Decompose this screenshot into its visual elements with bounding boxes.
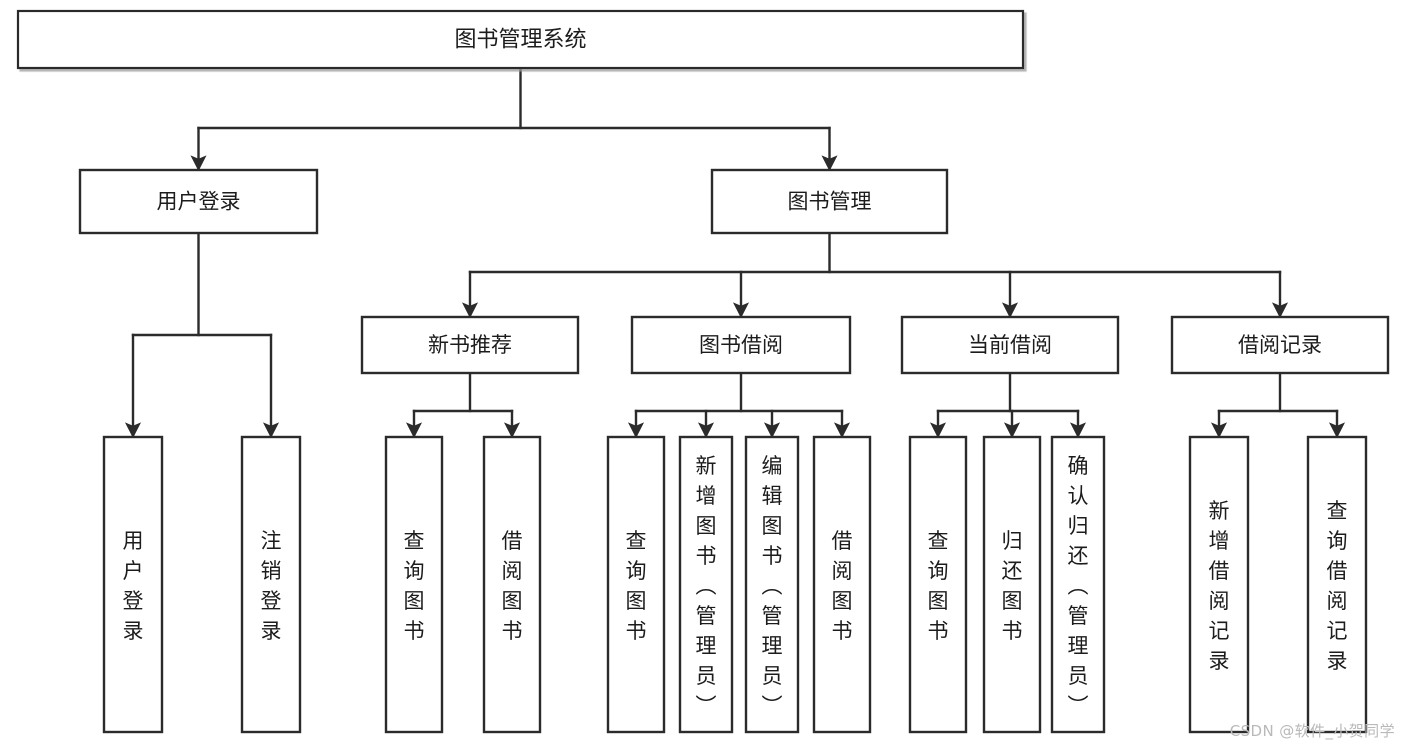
node-box	[360, 315, 580, 375]
node-box	[78, 168, 319, 235]
node-label: 借阅记录	[1238, 333, 1322, 357]
node-box	[812, 435, 872, 734]
node-box	[900, 315, 1120, 375]
node-leaf-logout[interactable]: 注销登录	[240, 435, 302, 734]
node-label: 新增借阅记录	[1209, 499, 1230, 673]
node-box	[384, 435, 444, 734]
node-box	[710, 168, 949, 235]
csdn-watermark: CSDN @软件_小贺同学	[1229, 722, 1395, 740]
node-user-login[interactable]: 用户登录	[78, 168, 319, 235]
node-new-book-recommend[interactable]: 新书推荐	[360, 315, 580, 375]
node-leaf-query-book-3[interactable]: 查询图书	[908, 435, 968, 734]
node-leaf-borrow-book-2[interactable]: 借阅图书	[812, 435, 872, 734]
node-box	[744, 435, 800, 734]
node-borrow-record[interactable]: 借阅记录	[1170, 315, 1390, 375]
node-leaf-add-book[interactable]: 新增图书︵管理员︶	[678, 435, 734, 734]
node-leaf-return-book[interactable]: 归还图书	[982, 435, 1042, 734]
node-box	[482, 435, 542, 734]
node-root[interactable]: 图书管理系统	[16, 9, 1025, 70]
node-label: 借阅图书	[502, 529, 523, 643]
node-label: 确认归还︵管理员︶	[1068, 454, 1089, 718]
node-label: 查询图书	[404, 529, 425, 643]
node-box	[240, 435, 302, 734]
node-box	[606, 435, 666, 734]
node-box	[16, 9, 1025, 70]
node-label: 用户登录	[157, 190, 241, 214]
node-box	[982, 435, 1042, 734]
node-label: 新书推荐	[428, 333, 512, 357]
node-label: 注销登录	[261, 529, 282, 643]
node-box	[1170, 315, 1390, 375]
node-box	[1306, 435, 1368, 734]
node-label: 查询图书	[626, 529, 647, 643]
node-leaf-confirm-return[interactable]: 确认归还︵管理员︶	[1050, 435, 1106, 734]
node-layer: 图书管理系统用户登录图书管理新书推荐图书借阅当前借阅借阅记录用户登录注销登录查询…	[16, 9, 1390, 734]
node-leaf-edit-book[interactable]: 编辑图书︵管理员︶	[744, 435, 800, 734]
node-book-manage[interactable]: 图书管理	[710, 168, 949, 235]
node-box	[630, 315, 852, 375]
node-label: 图书管理系统	[454, 28, 586, 53]
node-label: 借阅图书	[832, 529, 853, 643]
node-label: 查询借阅记录	[1327, 499, 1348, 673]
node-box	[1050, 435, 1106, 734]
node-label: 当前借阅	[968, 333, 1052, 357]
node-label: 查询图书	[928, 529, 949, 643]
node-label: 图书管理	[788, 190, 872, 214]
node-box	[1188, 435, 1250, 734]
node-label: 图书借阅	[699, 333, 783, 357]
node-current-borrow[interactable]: 当前借阅	[900, 315, 1120, 375]
node-leaf-query-record[interactable]: 查询借阅记录	[1306, 435, 1368, 734]
node-label: 归还图书	[1002, 529, 1023, 643]
node-box	[908, 435, 968, 734]
node-label: 用户登录	[123, 529, 144, 643]
node-box	[102, 435, 164, 734]
node-leaf-borrow-book-1[interactable]: 借阅图书	[482, 435, 542, 734]
node-label: 编辑图书︵管理员︶	[762, 454, 783, 718]
node-leaf-add-record[interactable]: 新增借阅记录	[1188, 435, 1250, 734]
node-book-borrow[interactable]: 图书借阅	[630, 315, 852, 375]
node-leaf-user-login[interactable]: 用户登录	[102, 435, 164, 734]
connector-layer	[124, 66, 1346, 439]
node-leaf-query-book-2[interactable]: 查询图书	[606, 435, 666, 734]
node-leaf-query-book-1[interactable]: 查询图书	[384, 435, 444, 734]
node-box	[678, 435, 734, 734]
node-label: 新增图书︵管理员︶	[696, 454, 717, 718]
